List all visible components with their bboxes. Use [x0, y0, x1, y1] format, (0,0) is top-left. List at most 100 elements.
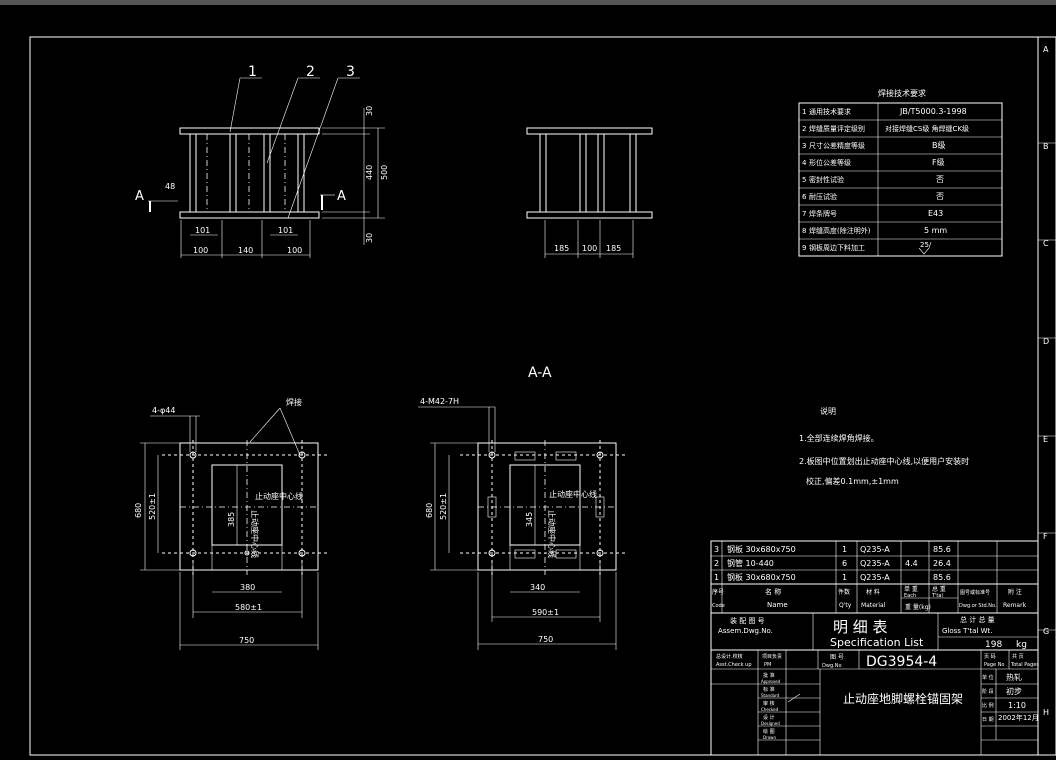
weld-row-8-item: 焊缝高度(除注明外) — [809, 226, 871, 235]
plan-view-left[interactable]: 4-φ44 焊接 止动座中心线 止动座中心线 680 520±1 385 380… — [134, 397, 330, 650]
scale-label: 比 例 — [982, 702, 994, 709]
unit-value: 热轧 — [1006, 672, 1022, 682]
bom-row-1-mat: Q235-A — [860, 573, 890, 582]
border-letter-a: A — [1043, 45, 1049, 54]
checked-label: 审 核 — [763, 700, 775, 707]
hole-note-left: 4-φ44 — [152, 406, 175, 415]
vert-center-label-right: 止动座中心线 — [547, 510, 557, 558]
title-block[interactable]: 装 配 图 号 Assem.Dwg.No. 明 细 表 Specificatio… — [710, 612, 1039, 756]
drawing-title: 止动座地脚螺栓锚固架 — [843, 691, 963, 706]
dim-500: 500 — [380, 165, 389, 180]
dim-520-left: 520±1 — [148, 493, 157, 520]
bom-row-3-total: 85.6 — [933, 545, 951, 554]
bom-row-2-name: 钢管 10-440 — [727, 558, 774, 568]
front-view[interactable]: 1 2 3 A A 48 101 101 100 140 100 30 440 … — [135, 64, 389, 258]
designed-label-en: Designed — [761, 721, 780, 726]
bom-hdr-no: 序号 — [712, 588, 724, 596]
standard-label-en: Standard — [761, 693, 780, 698]
weld-row-7-value: E43 — [928, 209, 943, 218]
bom-row-2-total: 26.4 — [933, 559, 951, 568]
weld-row-1-item: 通用技术要求 — [809, 107, 851, 116]
total-pages-label-en: Total Pages — [1010, 662, 1039, 668]
part-label-3: 3 — [346, 64, 355, 80]
page-no-label: 页 码 — [984, 653, 996, 660]
bom-row-3-no: 3 — [714, 545, 719, 554]
dim-140: 140 — [238, 246, 253, 255]
hole-note-right: 4-M42-7H — [420, 397, 459, 406]
dim-100-right: 100 — [287, 246, 302, 255]
border-letter-d: D — [1043, 337, 1049, 346]
page-no-label-en: Page No — [984, 662, 1005, 668]
unit-label: 单 位 — [982, 674, 994, 681]
bom-hdr-total-en: T'tal — [931, 593, 943, 599]
border-letter-h: H — [1043, 708, 1049, 717]
bom-hdr-total: 总 重 — [932, 585, 946, 593]
bom-table[interactable]: 3 钢板 30x680x750 1 Q235-A 85.6 2 钢管 10-44… — [710, 540, 1039, 614]
bom-row-1-no: 1 — [714, 573, 719, 582]
top-window-strip — [0, 0, 1056, 5]
scale-value: 1:10 — [1008, 701, 1026, 710]
weld-row-5-no: 5 — [802, 176, 806, 184]
spec-list-cn: 明 细 表 — [833, 618, 888, 636]
total-weight-en: Gloss T'tal Wt. — [942, 627, 992, 635]
total-weight-value: 198 — [985, 640, 1002, 650]
weld-row-2-item: 焊缝质量评定级别 — [809, 124, 865, 133]
approved-label: 批 准 — [763, 672, 775, 679]
dim-30-top: 30 — [365, 106, 374, 116]
weld-row-9-no: 9 — [802, 244, 806, 252]
bom-hdr-remark: 附 注 — [1008, 588, 1022, 596]
bom-row-2-no: 2 — [714, 559, 719, 568]
dim-100-left: 100 — [193, 246, 208, 255]
weld-requirements-table[interactable]: 焊接技术要求 1 通用技术要求 JB/T5000.3-1998 2 焊缝质量评定… — [798, 88, 1003, 257]
dim-520-right: 520±1 — [439, 493, 448, 520]
bom-hdr-std: 图号或标准号 — [960, 589, 990, 596]
bom-row-2-unit: 4.4 — [905, 559, 918, 568]
dim-100-side: 100 — [582, 244, 597, 253]
weld-label: 焊接 — [286, 397, 302, 407]
part-label-2: 2 — [306, 64, 315, 80]
dwg-no-label-en: Dwg.No — [822, 663, 842, 669]
bom-hdr-no-en: Code — [712, 603, 725, 609]
approved-label-en: Approved — [761, 679, 781, 684]
weld-row-9-item: 钢板周边下料加工 — [809, 243, 865, 252]
dwg-no-label: 图 号 — [830, 654, 844, 661]
section-title: A-A — [528, 365, 552, 381]
weld-row-5-item: 密封性试验 — [809, 175, 844, 184]
weld-row-7-item: 焊条牌号 — [809, 209, 837, 218]
total-pages-label: 共 页 — [1012, 653, 1024, 660]
side-view[interactable]: 185 100 185 — [526, 127, 653, 258]
note-line-3: 校正,偏差0.1mm,±1mm — [806, 476, 899, 486]
border-letter-e: E — [1043, 435, 1048, 444]
dim-345: 345 — [525, 512, 534, 527]
drawn-label: 绘 图 — [763, 728, 775, 735]
bom-hdr-std-en: Dwg.or Std.No. — [959, 603, 997, 609]
pm-label: 项目负责 — [762, 653, 782, 660]
dim-185-left: 185 — [554, 244, 569, 253]
border-letter-g: G — [1043, 627, 1049, 636]
border-letter-f: F — [1043, 532, 1048, 541]
checked-label-en: Checked — [761, 707, 779, 712]
bom-hdr-name: 名 称 — [765, 587, 781, 596]
bom-row-3-name: 钢板 30x680x750 — [727, 544, 796, 554]
note-line-2: 2.板图中位置划出止动座中心线,以便用户安装时 — [799, 456, 969, 466]
date-value: 2002年12月 — [998, 713, 1039, 722]
stage-label: 阶 段 — [982, 688, 994, 695]
weld-row-6-item: 耐压试验 — [809, 192, 837, 201]
bom-hdr-qty: 件数 — [838, 588, 850, 596]
dim-30-bottom: 30 — [365, 233, 374, 243]
dim-440: 440 — [365, 165, 374, 180]
stage-value: 初步 — [1006, 686, 1022, 696]
bom-hdr-mat-en: Material — [861, 602, 886, 609]
weld-row-3-no: 3 — [802, 142, 806, 150]
dim-48: 48 — [165, 182, 175, 191]
approver-label-en: Asst.Check up — [716, 662, 752, 668]
assem-dwg-en: Assem.Dwg.No. — [718, 627, 773, 635]
weld-row-7-no: 7 — [802, 210, 806, 218]
dim-385: 385 — [227, 512, 236, 527]
bom-hdr-remark-en: Remark — [1003, 602, 1027, 609]
plan-view-right[interactable]: 4-M42-7H 止动座中心线 止动座中心线 680 520±1 345 340… — [418, 397, 628, 650]
bom-hdr-unit-en: Each — [904, 593, 916, 599]
bom-hdr-name-en: Name — [767, 601, 788, 609]
notes-block: 说明 1.全部连续焊角焊接。 2.板图中位置划出止动座中心线,以便用户安装时 校… — [799, 406, 969, 486]
